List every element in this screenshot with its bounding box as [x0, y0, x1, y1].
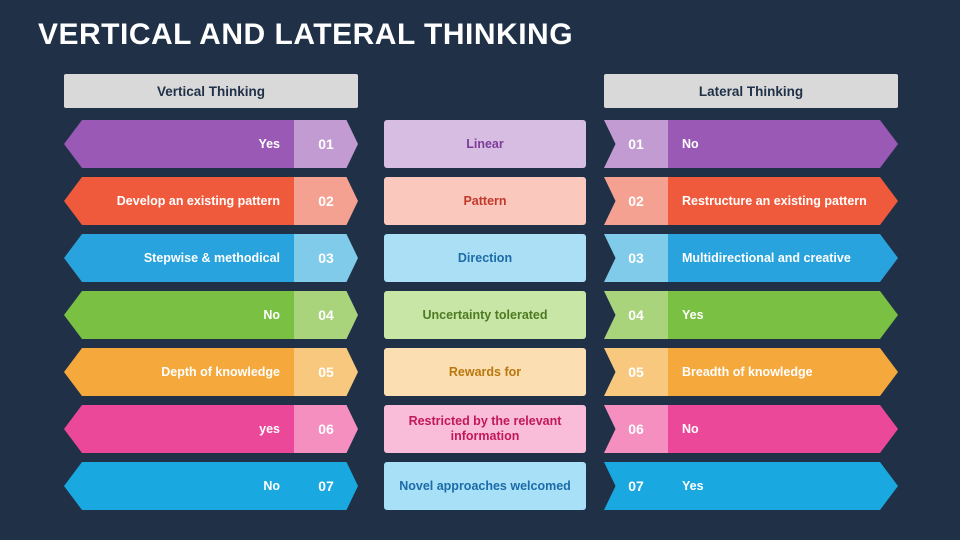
- left-bar[interactable]: Stepwise & methodical: [64, 234, 294, 282]
- right-number-badge: 05: [604, 348, 668, 396]
- right-number-badge: 06: [604, 405, 668, 453]
- left-number-badge: 04: [294, 291, 358, 339]
- right-number-badge: 01: [604, 120, 668, 168]
- center-criterion-box[interactable]: Direction: [384, 234, 586, 282]
- right-bar[interactable]: Yes: [668, 462, 898, 510]
- right-bar[interactable]: No: [668, 405, 898, 453]
- left-bar[interactable]: Yes: [64, 120, 294, 168]
- right-number-badge: 07: [604, 462, 668, 510]
- header-lateral-thinking: Lateral Thinking: [604, 74, 898, 108]
- left-number-badge: 01: [294, 120, 358, 168]
- right-number-badge: 02: [604, 177, 668, 225]
- left-number-badge: 07: [294, 462, 358, 510]
- left-bar[interactable]: yes: [64, 405, 294, 453]
- left-bar[interactable]: No: [64, 462, 294, 510]
- left-bar[interactable]: Depth of knowledge: [64, 348, 294, 396]
- center-criterion-box[interactable]: Uncertainty tolerated: [384, 291, 586, 339]
- left-bar[interactable]: Develop an existing pattern: [64, 177, 294, 225]
- header-vertical-thinking: Vertical Thinking: [64, 74, 358, 108]
- right-number-badge: 03: [604, 234, 668, 282]
- left-number-badge: 06: [294, 405, 358, 453]
- page-title: VERTICAL AND LATERAL THINKING: [38, 18, 574, 51]
- right-number-badge: 04: [604, 291, 668, 339]
- center-criterion-box[interactable]: Pattern: [384, 177, 586, 225]
- center-criterion-box[interactable]: Linear: [384, 120, 586, 168]
- left-number-badge: 05: [294, 348, 358, 396]
- center-criterion-box[interactable]: Novel approaches welcomed: [384, 462, 586, 510]
- left-number-badge: 03: [294, 234, 358, 282]
- center-criterion-box[interactable]: Restricted by the relevant information: [384, 405, 586, 453]
- left-number-badge: 02: [294, 177, 358, 225]
- right-bar[interactable]: Yes: [668, 291, 898, 339]
- center-criterion-box[interactable]: Rewards for: [384, 348, 586, 396]
- right-bar[interactable]: No: [668, 120, 898, 168]
- right-bar[interactable]: Breadth of knowledge: [668, 348, 898, 396]
- right-bar[interactable]: Multidirectional and creative: [668, 234, 898, 282]
- right-bar[interactable]: Restructure an existing pattern: [668, 177, 898, 225]
- left-bar[interactable]: No: [64, 291, 294, 339]
